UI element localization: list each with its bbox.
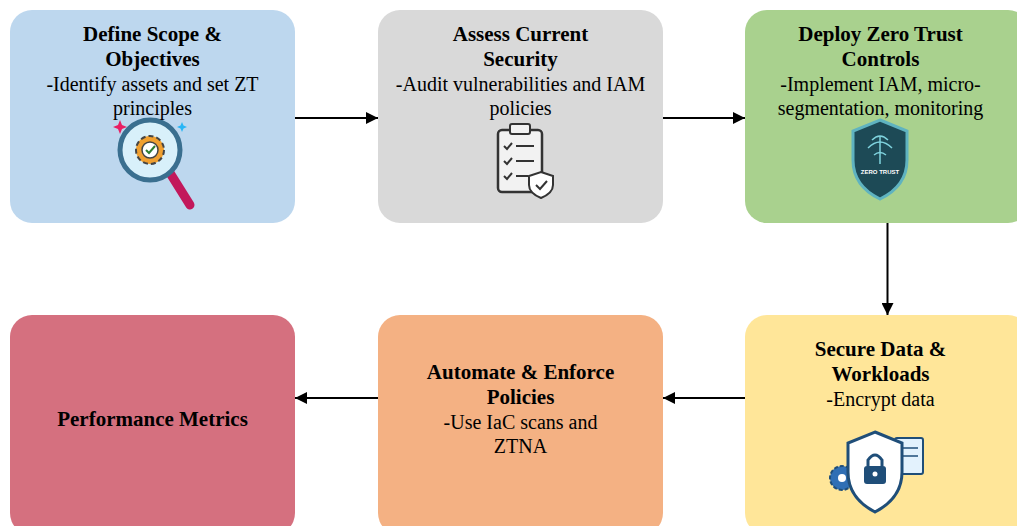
box-heading: Define Scope & Objectives <box>45 22 260 72</box>
box-heading: Deploy Zero Trust Controls <box>773 22 988 72</box>
box-heading: Performance Metrics <box>57 407 248 432</box>
clipboard-icon <box>498 124 553 198</box>
box-heading: Automate & Enforce Policies <box>421 360 621 410</box>
box-heading: Secure Data & Workloads <box>781 337 981 387</box>
box-description: -Audit vulnerabilities and IAM policies <box>396 72 646 120</box>
shield-icon <box>853 120 907 199</box>
process-box: Assess Current Security-Audit vulnerabil… <box>378 10 663 223</box>
flow-arrow <box>295 397 378 399</box>
flow-arrow <box>887 223 889 315</box>
flow-arrow <box>295 117 378 119</box>
process-box: Performance Metrics <box>10 315 295 526</box>
magnifier-icon <box>113 120 190 205</box>
box-description: -Identify assets and set ZT principles <box>30 72 275 120</box>
data-security-icon <box>830 432 923 512</box>
flow-arrow <box>663 397 745 399</box>
box-description: -Encrypt data <box>826 387 934 411</box>
process-box: Automate & Enforce Policies-Use IaC scan… <box>378 315 663 526</box>
process-box: Secure Data & Workloads-Encrypt data <box>745 315 1017 526</box>
process-box: Define Scope & Objectives-Identify asset… <box>10 10 295 223</box>
box-description: -Implement IAM, micro-segmentation, moni… <box>756 72 1006 120</box>
process-box: Deploy Zero Trust Controls-Implement IAM… <box>745 10 1017 223</box>
box-description: -Use IaC scans and ZTNA <box>426 410 616 458</box>
logo-text: ZERO TRUST <box>855 169 905 175</box>
flow-arrow <box>663 117 745 119</box>
box-heading: Assess Current Security <box>421 22 621 72</box>
